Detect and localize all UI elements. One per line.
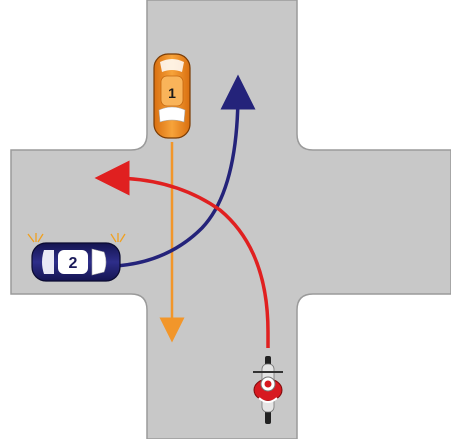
car-2: 2 xyxy=(27,233,126,282)
motorcycle-path xyxy=(94,160,270,348)
car-2-turn-signal xyxy=(27,233,126,243)
car-2-number: 2 xyxy=(69,255,78,272)
car-1-number: 1 xyxy=(168,85,176,101)
car-2-path xyxy=(115,74,256,268)
car-1: 1 xyxy=(153,53,191,139)
motorcycle xyxy=(253,356,283,424)
